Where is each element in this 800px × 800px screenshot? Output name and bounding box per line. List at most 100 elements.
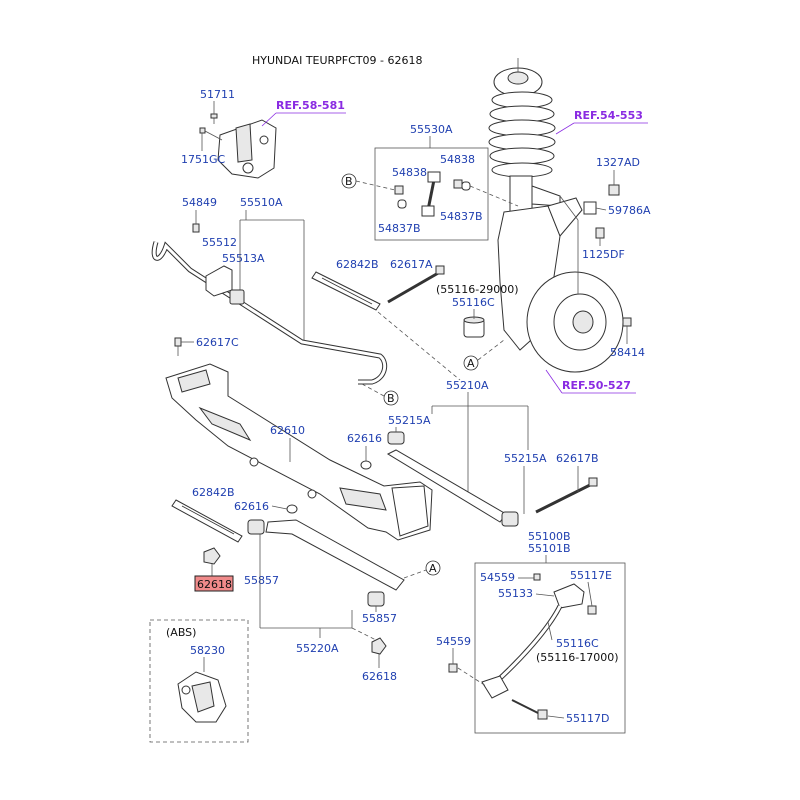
trailing-arm-55220a[interactable]: [265, 519, 405, 591]
label-55100b[interactable]: 55100B: [528, 530, 571, 543]
bushing-55215a-1[interactable]: [387, 431, 405, 445]
label-55530a[interactable]: 55530A: [410, 123, 453, 136]
label-55117e[interactable]: 55117E: [570, 569, 612, 582]
washer-62616-1[interactable]: [360, 460, 372, 470]
svg-text:B: B: [387, 392, 395, 405]
bolt-55117d[interactable]: [511, 699, 548, 720]
bushing-55513a[interactable]: [229, 289, 245, 305]
label-62617c[interactable]: 62617C: [196, 336, 239, 349]
label-62617b[interactable]: 62617B: [556, 452, 599, 465]
label-55133[interactable]: 55133: [498, 587, 533, 600]
bolt-55117e[interactable]: [587, 605, 597, 615]
abs-group-box: [149, 619, 249, 743]
label-54838-right[interactable]: 54838: [440, 153, 475, 166]
label-62617a[interactable]: 62617A: [390, 258, 433, 271]
label-55116-17000[interactable]: (55116-17000): [536, 651, 619, 664]
trailing-link-55116c[interactable]: [481, 604, 563, 699]
highlight-box-62618: [194, 575, 234, 592]
stabilizer-link-group-box: [374, 147, 489, 241]
bushing-55857-2[interactable]: [367, 591, 385, 607]
bolt-62617c[interactable]: [174, 337, 182, 356]
nut-54838-left[interactable]: [394, 185, 404, 195]
label-51711[interactable]: 51711: [200, 88, 235, 101]
label-55512[interactable]: 55512: [202, 236, 237, 249]
bushing-55857-1[interactable]: [247, 519, 265, 535]
nut-54559-1[interactable]: [533, 573, 541, 581]
ref-54-553[interactable]: REF.54-553: [574, 109, 643, 122]
nut-54559-2[interactable]: [448, 663, 458, 673]
label-1125df[interactable]: 1125DF: [582, 248, 625, 261]
label-54849[interactable]: 54849: [182, 196, 217, 209]
washer-54837b-left[interactable]: [397, 199, 407, 209]
label-54837b-left[interactable]: 54837B: [378, 222, 421, 235]
crossmember-62610[interactable]: [165, 363, 433, 541]
label-54837b-right[interactable]: 54837B: [440, 210, 483, 223]
trailing-arm-group-box: [474, 562, 626, 734]
label-55116-29000[interactable]: (55116-29000): [436, 283, 519, 296]
label-58414[interactable]: 58414: [610, 346, 645, 359]
nut-62618-lower[interactable]: [371, 637, 387, 655]
svg-text:A: A: [429, 562, 437, 575]
svg-text:B: B: [345, 175, 353, 188]
coil-spring-strut[interactable]: [488, 58, 561, 217]
label-1327ad[interactable]: 1327AD: [596, 156, 640, 169]
link-62842b-low[interactable]: [171, 499, 243, 543]
label-55215a-1[interactable]: 55215A: [388, 414, 431, 427]
label-55513a[interactable]: 55513A: [222, 252, 265, 265]
label-62610[interactable]: 62610: [270, 424, 305, 437]
label-55210a[interactable]: 55210A: [446, 379, 489, 392]
bushing-55215a-2[interactable]: [501, 511, 519, 527]
label-55215a-2[interactable]: 55215A: [504, 452, 547, 465]
washer-1751gc[interactable]: [199, 127, 206, 134]
washer-54837b-right[interactable]: [461, 181, 471, 191]
abs-caliper-58230[interactable]: [177, 671, 227, 723]
label-55510a[interactable]: 55510A: [240, 196, 283, 209]
label-62842b-top[interactable]: 62842B: [336, 258, 379, 271]
nut-54838-right[interactable]: [453, 179, 463, 189]
marker-a-top: A: [463, 355, 479, 371]
label-55116c-low[interactable]: 55116C: [556, 637, 599, 650]
washer-62616-2[interactable]: [286, 504, 298, 514]
knuckle-hub[interactable]: [497, 197, 624, 373]
label-62842b-low[interactable]: 62842B: [192, 486, 235, 499]
bracket-55133[interactable]: [553, 583, 585, 609]
link-62842b-top[interactable]: [311, 271, 381, 311]
bolt-51711[interactable]: [210, 113, 218, 124]
label-62618-lower[interactable]: 62618: [362, 670, 397, 683]
nut-62618-highlighted[interactable]: [203, 547, 221, 565]
bolt-62617b[interactable]: [535, 477, 598, 514]
label-55857-2[interactable]: 55857: [362, 612, 397, 625]
stabilizer-bar[interactable]: [151, 241, 388, 385]
label-55116c-top[interactable]: 55116C: [452, 296, 495, 309]
label-54559-2[interactable]: 54559: [436, 635, 471, 648]
marker-b-low: B: [383, 390, 399, 406]
label-58230[interactable]: 58230: [190, 644, 225, 657]
label-55857-1[interactable]: 55857: [244, 574, 279, 587]
label-54838-left[interactable]: 54838: [392, 166, 427, 179]
bracket-55512[interactable]: [205, 265, 233, 297]
label-55117d[interactable]: 55117D: [566, 712, 609, 725]
stabilizer-link[interactable]: [421, 171, 441, 217]
ref-58-581[interactable]: REF.58-581: [276, 99, 345, 112]
label-62618-highlighted[interactable]: 62618: [197, 578, 232, 591]
bracket-59786a[interactable]: [583, 201, 597, 215]
label-55220a[interactable]: 55220A: [296, 642, 339, 655]
bolt-1125df[interactable]: [595, 227, 605, 239]
bolt-1327ad[interactable]: [608, 184, 620, 196]
nut-58414[interactable]: [622, 317, 632, 327]
bolt-62617a[interactable]: [387, 265, 445, 304]
ref-50-527[interactable]: REF.50-527: [562, 379, 631, 392]
bolt-54849[interactable]: [192, 223, 200, 233]
bushing-55116c-top[interactable]: [463, 316, 485, 338]
marker-a-low: A: [425, 560, 441, 576]
marker-b-top: B: [341, 173, 357, 189]
label-62616-2[interactable]: 62616: [234, 500, 269, 513]
label-62616-1[interactable]: 62616: [347, 432, 382, 445]
label-59786a[interactable]: 59786A: [608, 204, 651, 217]
label-1751gc[interactable]: 1751GC: [181, 153, 226, 166]
svg-text:A: A: [467, 357, 475, 370]
brake-caliper-part[interactable]: [217, 119, 277, 179]
label-55101b[interactable]: 55101B: [528, 542, 571, 555]
label-abs: (ABS): [166, 626, 196, 639]
label-54559-1[interactable]: 54559: [480, 571, 515, 584]
